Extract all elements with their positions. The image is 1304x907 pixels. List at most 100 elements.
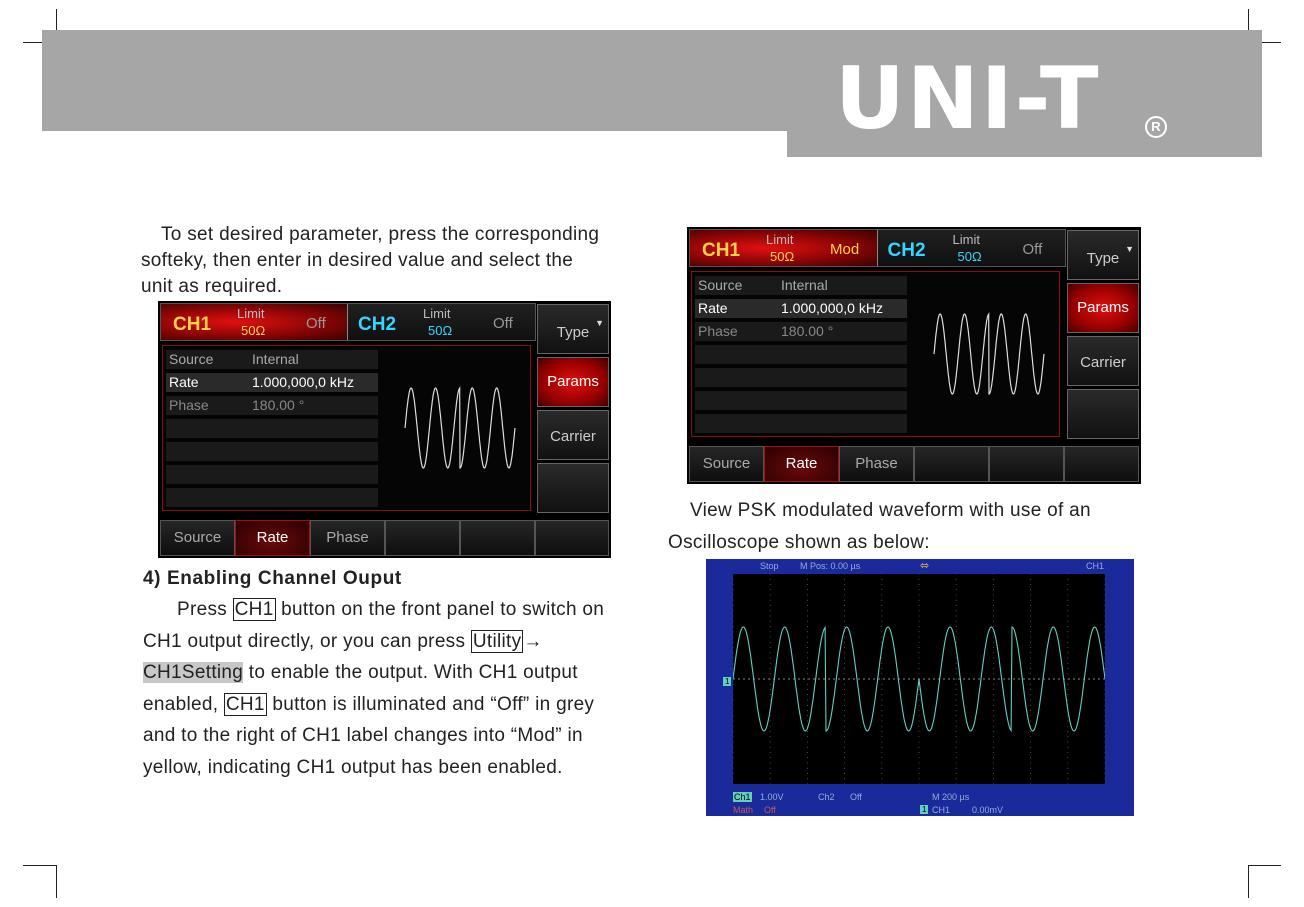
- grid-dot: [1030, 657, 1032, 659]
- grid-dot: [918, 647, 920, 648]
- grid-dot: [881, 778, 883, 780]
- grid-dot: [955, 631, 957, 633]
- softkey-type[interactable]: Type▼: [537, 304, 609, 354]
- grid-dot: [806, 620, 808, 622]
- grid-dot: [844, 715, 846, 717]
- softkey-empty[interactable]: [1064, 446, 1139, 482]
- grid-dot: [732, 573, 734, 575]
- grid-dot: [806, 636, 808, 638]
- grid-dot: [769, 620, 771, 622]
- grid-dot: [844, 652, 846, 654]
- softkey-empty[interactable]: [989, 446, 1064, 482]
- param-row-empty: [166, 488, 378, 507]
- bottom-softkeys: Source Rate Phase: [160, 520, 609, 556]
- grid-dot: [1030, 610, 1032, 612]
- grid-dot: [1067, 605, 1069, 606]
- grid-dot: [769, 752, 771, 753]
- grid-dot: [732, 605, 734, 606]
- grid-dot: [992, 720, 994, 722]
- grid-dot: [1067, 778, 1069, 780]
- grid-dot: [955, 673, 957, 675]
- grid-dot: [806, 694, 808, 696]
- section-title: 4) Enabling Channel Ouput: [143, 568, 402, 589]
- softkey-empty[interactable]: [460, 520, 535, 556]
- grid-dot: [955, 594, 957, 596]
- grid-dot: [881, 636, 883, 638]
- softkey-rate[interactable]: Rate: [764, 446, 839, 482]
- grid-dot: [955, 683, 957, 685]
- grid-dot: [1067, 657, 1069, 659]
- grid-dot: [844, 599, 846, 601]
- crop-mark: [23, 42, 56, 43]
- softkey-empty[interactable]: [914, 446, 989, 482]
- grid-dot: [769, 668, 771, 669]
- grid-dot: [806, 683, 808, 685]
- generator-screen-params: CH1 Limit 50Ω Off CH2 Limit 50Ω Off Type…: [158, 301, 611, 558]
- grid-dot: [844, 641, 846, 643]
- trigger-position-icon: ⬄: [920, 560, 930, 572]
- grid-dot: [732, 636, 734, 638]
- channel-bar: CH1 Limit 50Ω Off CH2 Limit 50Ω Off: [160, 303, 536, 341]
- grid-dot: [955, 641, 957, 643]
- grid-dot: [844, 626, 846, 627]
- grid-dot: [844, 584, 846, 585]
- grid-dot: [806, 757, 808, 759]
- grid-dot: [769, 715, 771, 717]
- softkey-empty[interactable]: [537, 463, 609, 513]
- grid-dot: [881, 689, 883, 690]
- softkey-phase[interactable]: Phase: [839, 446, 914, 482]
- grid-dot: [806, 668, 808, 669]
- softkey-source[interactable]: Source: [689, 446, 764, 482]
- grid-dot: [955, 615, 957, 617]
- grid-dot: [732, 647, 734, 648]
- grid-dot: [769, 599, 771, 601]
- softkey-type[interactable]: Type▼: [1067, 230, 1139, 280]
- grid-dot: [1067, 683, 1069, 685]
- grid-dot: [1067, 652, 1069, 654]
- registered-mark: R: [1145, 116, 1167, 138]
- grid-dot: [955, 736, 957, 738]
- softkey-rate[interactable]: Rate: [235, 520, 310, 556]
- grid-dot: [992, 578, 994, 580]
- grid-dot: [992, 620, 994, 622]
- grid-dot: [1067, 641, 1069, 643]
- grid-dot: [1104, 652, 1106, 654]
- softkey-carrier[interactable]: Carrier: [1067, 336, 1139, 386]
- softkey-phase[interactable]: Phase: [310, 520, 385, 556]
- grid-dot: [1104, 594, 1106, 596]
- grid-dot: [1030, 683, 1032, 685]
- softkey-carrier[interactable]: Carrier: [537, 410, 609, 460]
- ch1setting-softkey: CH1Setting: [143, 662, 244, 683]
- grid-dot: [918, 605, 920, 606]
- grid-dot: [1067, 736, 1069, 738]
- grid-dot: [881, 725, 883, 727]
- header-tab: [787, 130, 1262, 157]
- softkey-source[interactable]: Source: [160, 520, 235, 556]
- softkey-empty[interactable]: [1067, 389, 1139, 439]
- grid-dot: [1030, 584, 1032, 585]
- grid-dot: [918, 652, 920, 654]
- grid-dot: [1104, 584, 1106, 585]
- grid-dot: [1030, 620, 1032, 622]
- grid-dot: [1030, 704, 1032, 706]
- grid-dot: [732, 783, 734, 785]
- softkey-params[interactable]: Params: [1067, 283, 1139, 333]
- grid-dot: [732, 762, 734, 764]
- grid-dot: [1030, 573, 1032, 575]
- grid-dot: [806, 731, 808, 732]
- grid-dot: [992, 689, 994, 690]
- softkey-empty[interactable]: [385, 520, 460, 556]
- grid-dot: [1104, 746, 1106, 748]
- softkey-params[interactable]: Params: [537, 357, 609, 407]
- grid-dot: [732, 694, 734, 696]
- grid-dot: [881, 715, 883, 717]
- grid-dot: [844, 699, 846, 701]
- grid-dot: [1104, 668, 1106, 669]
- softkey-empty[interactable]: [535, 520, 609, 556]
